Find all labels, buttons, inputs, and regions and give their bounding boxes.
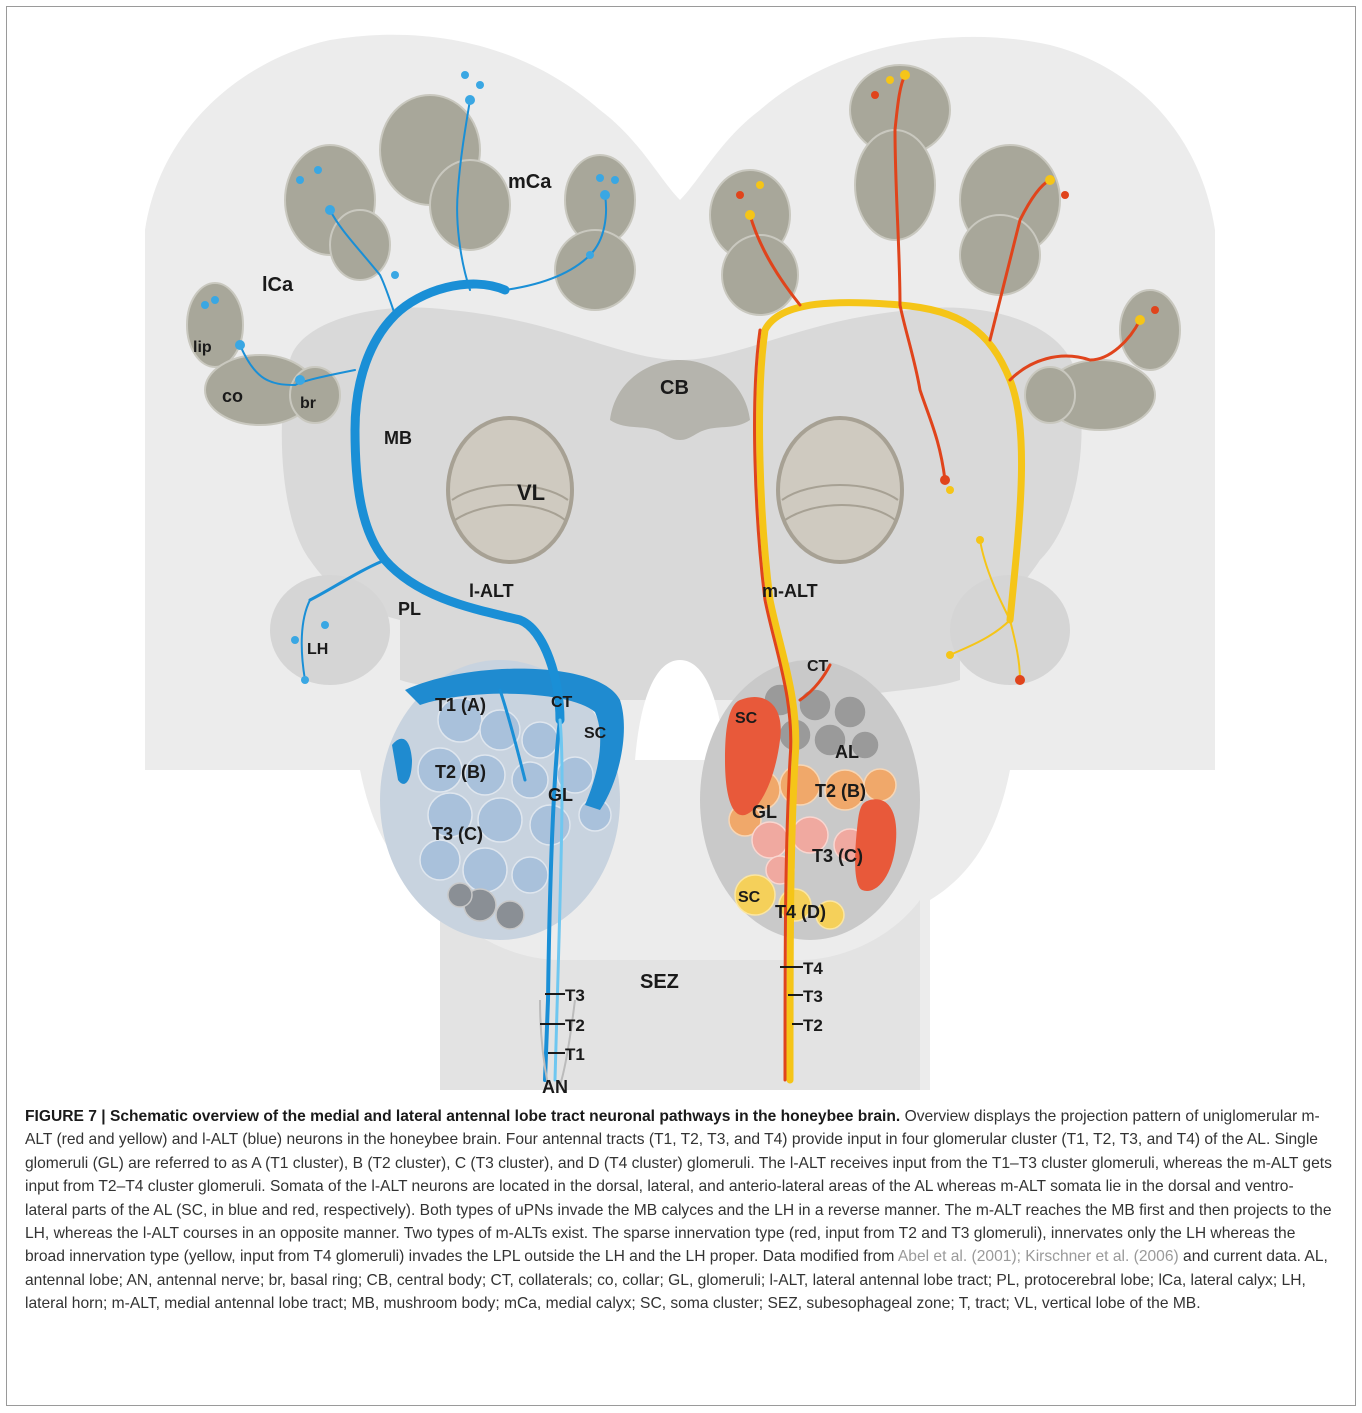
label-left-sc: SC xyxy=(584,725,607,742)
label-lip: lip xyxy=(193,339,212,356)
label-cb: CB xyxy=(660,377,689,399)
label-sez: SEZ xyxy=(640,971,679,993)
label-left-t2: T2 (B) xyxy=(435,762,486,782)
label-co: co xyxy=(222,386,243,406)
label-pl: PL xyxy=(398,599,421,619)
label-lalt: l-ALT xyxy=(469,581,514,601)
label-left-t1: T1 (A) xyxy=(435,695,486,715)
label-right-al: AL xyxy=(835,742,859,762)
label-right-ct: CT xyxy=(807,658,829,675)
vertical-lobe-right xyxy=(778,418,902,562)
label-right-sc-top: SC xyxy=(735,710,758,727)
label-left-tract-t2: T2 xyxy=(565,1016,585,1035)
label-malt: m-ALT xyxy=(762,581,818,601)
label-left-tract-t1: T1 xyxy=(565,1045,585,1064)
label-mb: MB xyxy=(384,428,412,448)
label-br: br xyxy=(300,395,316,412)
label-right-tract-t2: T2 xyxy=(803,1016,823,1035)
label-left-tract-t3: T3 xyxy=(565,986,585,1005)
label-lca: lCa xyxy=(262,274,294,296)
brain-diagram: lCa mCa lip co br MB CB VL l-ALT m-ALT P… xyxy=(0,0,1362,1100)
label-left-ct: CT xyxy=(551,694,573,711)
label-right-tract-t4: T4 xyxy=(803,959,823,978)
pl-left xyxy=(270,575,390,685)
label-vl: VL xyxy=(517,480,545,505)
label-mca: mCa xyxy=(508,171,552,193)
label-right-t4: T4 (D) xyxy=(775,902,826,922)
label-an: AN xyxy=(542,1077,568,1097)
caption-title: FIGURE 7 | Schematic overview of the med… xyxy=(25,1108,900,1125)
label-lh: LH xyxy=(307,641,328,658)
label-right-tract-t3: T3 xyxy=(803,987,823,1006)
label-right-t3: T3 (C) xyxy=(812,846,863,866)
label-right-sc-bottom: SC xyxy=(738,889,761,906)
label-right-t2: T2 (B) xyxy=(815,781,866,801)
caption-body-1: Overview displays the projection pattern… xyxy=(25,1108,1332,1265)
label-right-gl: GL xyxy=(752,802,777,822)
vertical-lobe-left xyxy=(448,418,572,562)
label-left-t3: T3 (C) xyxy=(432,824,483,844)
label-left-gl: GL xyxy=(548,785,573,805)
figure-caption: FIGURE 7 | Schematic overview of the med… xyxy=(25,1105,1335,1316)
caption-reference-link[interactable]: Abel et al. (2001); Kirschner et al. (20… xyxy=(898,1248,1179,1265)
